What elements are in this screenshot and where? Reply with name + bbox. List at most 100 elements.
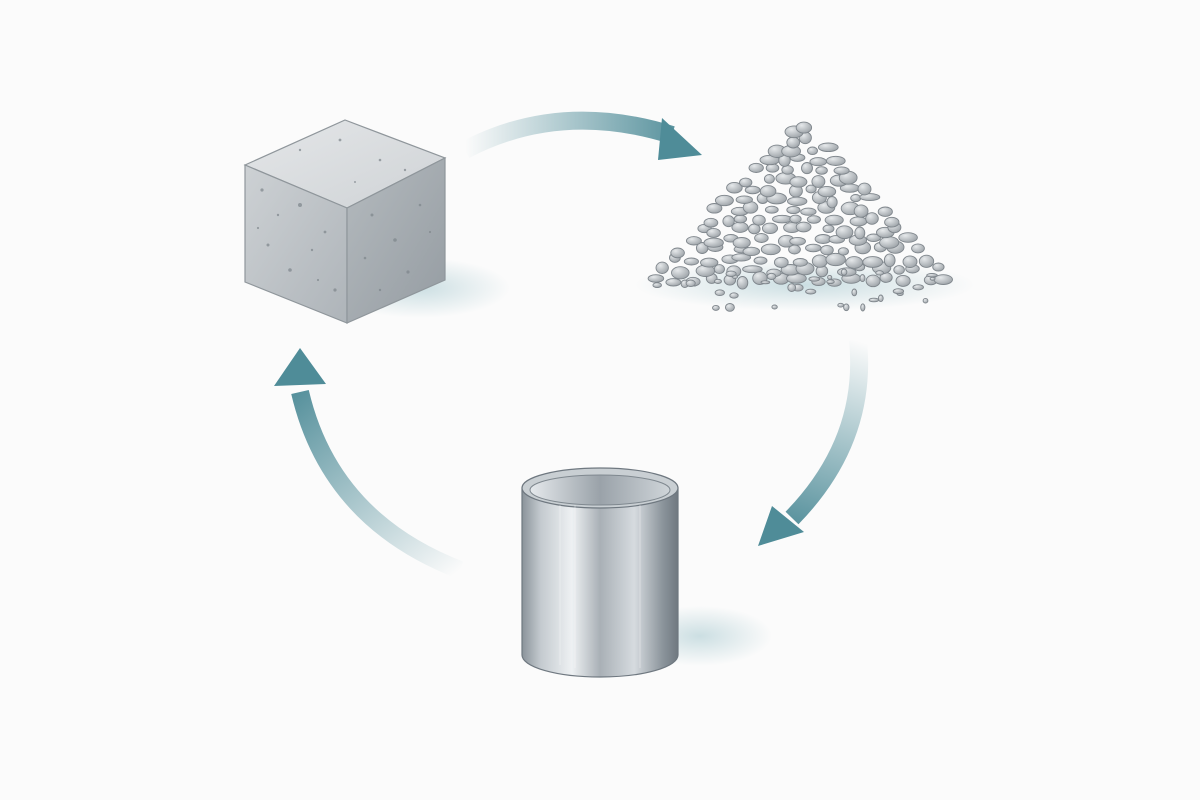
gravel-stone bbox=[835, 225, 854, 240]
gravel-stone bbox=[771, 304, 778, 310]
gravel-stone bbox=[866, 233, 881, 243]
gravel-stone bbox=[827, 274, 833, 280]
gravel-stone bbox=[865, 212, 879, 225]
gravel-stone bbox=[877, 294, 884, 303]
gravel-stone bbox=[729, 292, 739, 299]
gravel-stone bbox=[883, 253, 896, 268]
gravel-stone bbox=[789, 176, 808, 188]
gravel-stone bbox=[807, 146, 818, 156]
gravel-stone bbox=[862, 256, 884, 268]
gravel-stone bbox=[817, 185, 837, 198]
gravel-stone bbox=[853, 204, 869, 218]
gravel-stone bbox=[929, 276, 936, 281]
gravel-stone bbox=[700, 257, 719, 268]
gravel-stone bbox=[742, 246, 761, 257]
gravel-stone bbox=[748, 162, 764, 173]
gravel-stone bbox=[731, 221, 749, 233]
gravel-stone bbox=[845, 256, 864, 269]
gravel-stone bbox=[714, 278, 722, 284]
gravel-stone bbox=[911, 243, 925, 254]
gravel-stone bbox=[665, 278, 682, 287]
gravel-stone bbox=[805, 288, 817, 295]
gravel-stone bbox=[922, 297, 929, 304]
gravel-stone bbox=[766, 272, 777, 280]
gravel-stone bbox=[800, 207, 817, 216]
gravel-stone bbox=[744, 185, 761, 195]
gravel-stone bbox=[685, 279, 696, 288]
gravel-stone bbox=[722, 215, 735, 228]
gravel-stone bbox=[655, 261, 669, 274]
gravel-stone bbox=[893, 265, 905, 275]
gravel-stone bbox=[822, 224, 835, 234]
gravel-stone bbox=[809, 157, 827, 167]
gravel-stone bbox=[724, 303, 735, 312]
gravel-stone bbox=[815, 166, 828, 175]
steel-cylinder-icon bbox=[521, 467, 772, 678]
gravel-stone bbox=[739, 177, 753, 188]
gravel-stone bbox=[726, 181, 743, 194]
gravel-stone bbox=[857, 182, 872, 196]
gravel-stone bbox=[742, 265, 763, 274]
gravel-stone bbox=[826, 196, 838, 209]
gravel-stone bbox=[736, 276, 749, 290]
arrow-cube-to-gravel bbox=[460, 111, 702, 160]
gravel-stone bbox=[805, 243, 822, 253]
gravel-stone bbox=[732, 237, 751, 249]
gravel-stone bbox=[826, 279, 835, 285]
gravel-stone bbox=[932, 262, 945, 272]
gravel-stone bbox=[764, 205, 779, 214]
gravel-stone bbox=[854, 226, 866, 240]
arrow-head-icon bbox=[658, 118, 702, 160]
gravel-stone bbox=[808, 276, 821, 282]
gravel-stone bbox=[781, 165, 794, 175]
gravel-stone bbox=[763, 174, 775, 184]
gravel-stone bbox=[926, 273, 938, 278]
gravel-stone bbox=[801, 162, 813, 175]
gravel-stone bbox=[875, 270, 884, 276]
gravel-stone bbox=[859, 274, 866, 283]
gravel-stone bbox=[683, 257, 699, 266]
gravel-stone bbox=[895, 274, 911, 287]
gravel-stone bbox=[786, 205, 801, 215]
gravel-stone bbox=[752, 214, 766, 226]
gravel-stone bbox=[850, 194, 862, 203]
gravel-stone bbox=[787, 196, 808, 206]
gravel-stone bbox=[805, 184, 817, 194]
gravel-stone bbox=[706, 203, 723, 214]
gravel-stone bbox=[795, 121, 813, 134]
gravel-pile-icon bbox=[635, 121, 975, 312]
gravel-stone bbox=[892, 288, 905, 295]
gravel-stone bbox=[795, 221, 812, 233]
gravel-stone bbox=[733, 214, 748, 224]
gravel-stone bbox=[849, 216, 868, 227]
gravel-stone bbox=[902, 255, 918, 268]
arrow-head-icon bbox=[274, 348, 326, 386]
gravel-stone bbox=[761, 222, 779, 234]
gravel-stone bbox=[868, 297, 880, 303]
gravel-stone bbox=[714, 289, 725, 297]
gravel-stone bbox=[811, 175, 826, 188]
gravel-stone bbox=[877, 206, 893, 217]
gravel-stone bbox=[753, 256, 768, 265]
gravel-stone bbox=[647, 274, 665, 283]
gravel-stone bbox=[840, 268, 848, 276]
gravel-stone bbox=[898, 232, 918, 243]
gravel-stone bbox=[817, 142, 839, 153]
arrow-cylinder-to-cube bbox=[274, 348, 464, 579]
gravel-stone bbox=[789, 214, 802, 224]
gravel-stone bbox=[860, 303, 866, 312]
concrete-cube-icon bbox=[243, 119, 510, 324]
gravel-stone bbox=[703, 217, 719, 228]
gravel-stone bbox=[685, 236, 702, 246]
gravel-stone bbox=[714, 194, 734, 207]
gravel-stone bbox=[824, 214, 844, 226]
gravel-stone bbox=[706, 227, 721, 238]
gravel-stone bbox=[825, 252, 846, 267]
gravel-stone bbox=[792, 258, 808, 267]
gravel-stone bbox=[865, 274, 881, 288]
gravel-stone bbox=[789, 236, 806, 246]
arrow-gravel-to-cylinder bbox=[758, 339, 869, 546]
gravel-stone bbox=[879, 236, 900, 249]
gravel-stone bbox=[760, 280, 771, 285]
